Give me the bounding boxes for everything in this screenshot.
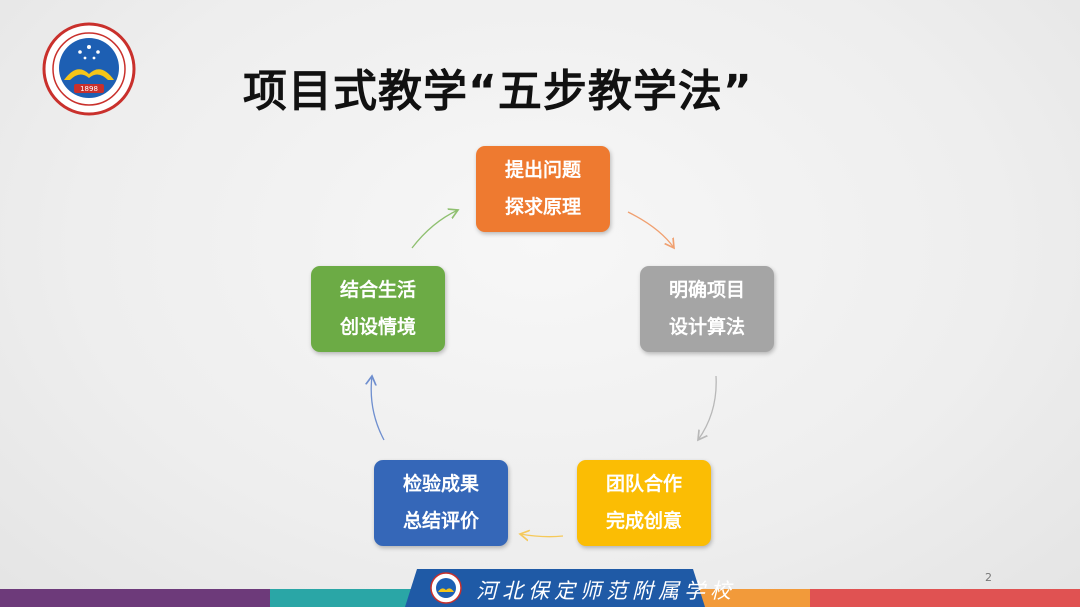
logo-year: 1898 bbox=[80, 85, 98, 93]
arrow-step3-to-step4 bbox=[520, 534, 564, 537]
step-4-line1: 检验成果 bbox=[402, 473, 479, 495]
step-3-box: 团队合作 完成创意 bbox=[577, 460, 711, 546]
footer-bar-red bbox=[810, 589, 1080, 607]
page-number: 2 bbox=[985, 571, 992, 584]
footer-school-emblem bbox=[430, 572, 462, 604]
step-2-box: 明确项目 设计算法 bbox=[640, 266, 774, 352]
step-3-line1: 团队合作 bbox=[605, 473, 682, 495]
step-5-line1: 结合生活 bbox=[339, 279, 416, 301]
step-5-box: 结合生活 创设情境 bbox=[311, 266, 445, 352]
arrow-step1-to-step2 bbox=[627, 211, 674, 248]
step-1-line2: 探求原理 bbox=[504, 196, 581, 218]
step-4-line2: 总结评价 bbox=[402, 510, 479, 532]
arrow-step2-to-step3 bbox=[698, 375, 717, 440]
step-3-line2: 完成创意 bbox=[605, 510, 682, 532]
school-logo: 1898 bbox=[42, 22, 136, 116]
arrow-step5-to-step1 bbox=[411, 210, 458, 249]
step-1-box: 提出问题 探求原理 bbox=[476, 146, 610, 232]
footer-school-name: 河北保定师范附属学校 bbox=[476, 579, 736, 603]
page-title: 项目式教学“五步教学法” bbox=[243, 66, 753, 117]
step-4-box: 检验成果 总结评价 bbox=[374, 460, 508, 546]
step-2-line2: 设计算法 bbox=[668, 316, 745, 338]
step-1-line1: 提出问题 bbox=[504, 159, 581, 181]
step-2-line1: 明确项目 bbox=[668, 279, 745, 301]
footer-bar-purple bbox=[0, 589, 270, 607]
step-5-line2: 创设情境 bbox=[339, 316, 416, 338]
arrow-step4-to-step5 bbox=[371, 376, 385, 441]
